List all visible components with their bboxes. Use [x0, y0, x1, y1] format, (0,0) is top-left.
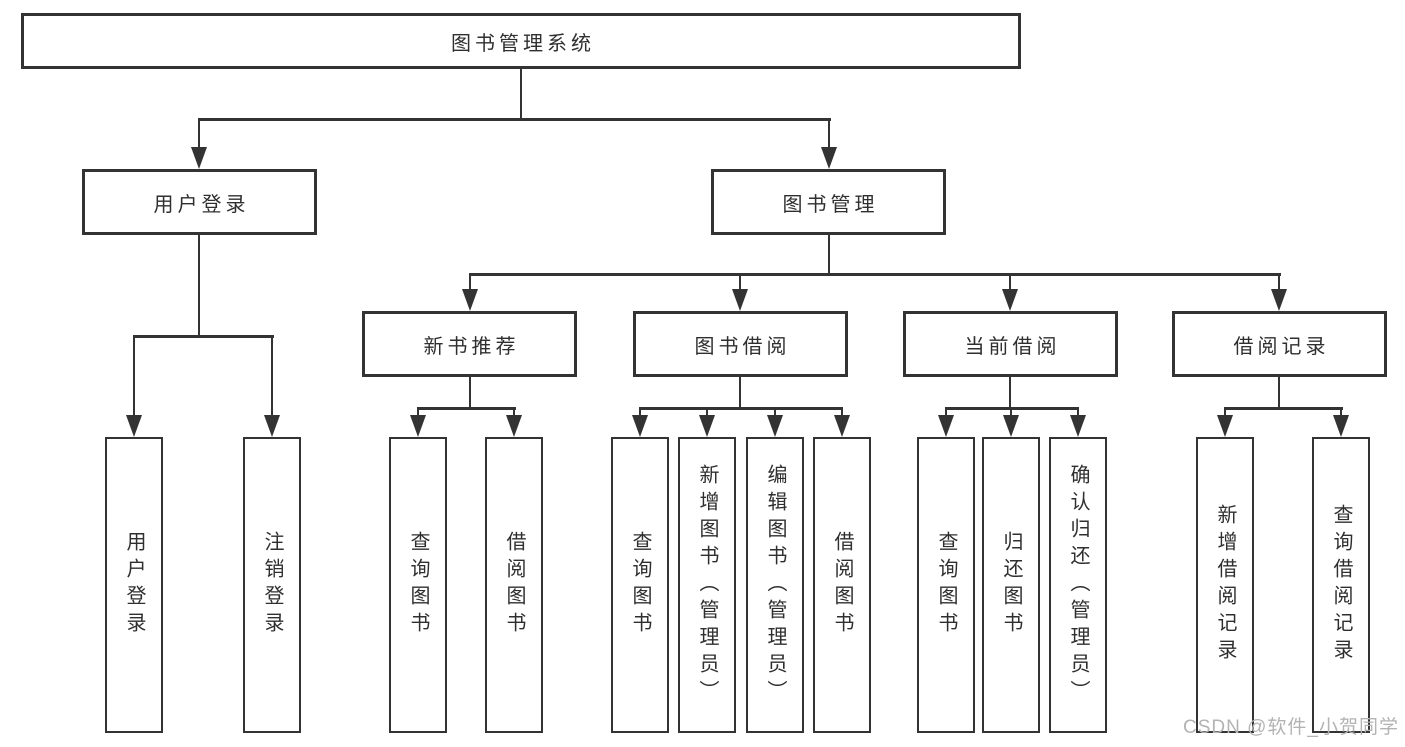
arrow-down-icon — [834, 415, 850, 437]
arrow-down-icon — [506, 415, 522, 437]
arrow-down-icon — [264, 415, 280, 437]
arrow-down-icon — [410, 415, 426, 437]
connector-line — [197, 235, 201, 335]
connector-line — [1277, 377, 1281, 407]
leaf-label: 借阅图书 — [503, 531, 525, 639]
node-borrow-records: 借阅记录 — [1172, 311, 1387, 377]
connector-line — [840, 407, 844, 420]
connector-line — [1008, 273, 1012, 293]
leaf-label: 查询图书 — [629, 531, 651, 639]
arrow-down-icon — [1002, 289, 1018, 311]
node-new-book-recommend-label: 新书推荐 — [423, 335, 520, 358]
node-query-borrow-record: 查询借阅记录 — [1312, 437, 1370, 733]
leaf-label: 归还图书 — [1000, 531, 1022, 639]
node-current-borrowing-label: 当前借阅 — [964, 335, 1061, 358]
connector-line — [773, 407, 777, 420]
node-return-books: 归还图书 — [982, 437, 1040, 733]
connector-line — [416, 407, 420, 420]
node-edit-book-admin: 编辑图书（管理员） — [746, 437, 804, 733]
node-query-books-recommend: 查询图书 — [389, 437, 447, 733]
node-borrow-books-recommend: 借阅图书 — [485, 437, 543, 733]
leaf-label: 新增图书（管理员） — [696, 463, 718, 707]
node-book-borrowing-label: 图书借阅 — [694, 335, 791, 358]
node-book-management: 图书管理 — [711, 169, 946, 235]
arrow-down-icon — [938, 415, 954, 437]
connector-line — [738, 377, 742, 407]
node-query-books-current: 查询图书 — [917, 437, 975, 733]
arrow-down-icon — [732, 289, 748, 311]
leaf-label: 用户登录 — [123, 531, 145, 639]
connector-line — [197, 118, 201, 152]
csdn-watermark: CSDN @软件_小贺同学 — [1183, 717, 1399, 738]
node-book-management-label: 图书管理 — [782, 193, 879, 216]
arrow-down-icon — [699, 415, 715, 437]
leaf-label: 编辑图书（管理员） — [764, 463, 786, 707]
leaf-label: 注销登录 — [261, 531, 283, 639]
node-new-book-recommend: 新书推荐 — [362, 311, 577, 377]
leaf-label: 查询借阅记录 — [1330, 504, 1352, 666]
node-add-book-admin: 新增图书（管理员） — [678, 437, 736, 733]
connector-line — [1008, 377, 1012, 407]
connector-line — [1277, 273, 1281, 293]
arrow-down-icon — [126, 415, 142, 437]
leaf-label: 确认归还（管理员） — [1067, 463, 1089, 707]
arrow-down-icon — [462, 289, 478, 311]
node-borrow-records-label: 借阅记录 — [1233, 335, 1330, 358]
node-book-borrowing: 图书借阅 — [633, 311, 848, 377]
connector-line — [1223, 407, 1344, 410]
arrow-down-icon — [1333, 415, 1349, 437]
connector-line — [705, 407, 709, 420]
connector-line — [270, 335, 274, 420]
connector-line — [416, 407, 517, 410]
node-user-login: 用户登录 — [82, 169, 317, 235]
connector-line — [1339, 407, 1343, 420]
connector-line — [638, 407, 844, 410]
leaf-label: 新增借阅记录 — [1214, 504, 1236, 666]
arrow-down-icon — [1070, 415, 1086, 437]
connector-line — [944, 407, 948, 420]
connector-line — [468, 273, 1282, 276]
connector-line — [738, 273, 742, 293]
connector-line — [132, 335, 275, 338]
arrow-down-icon — [767, 415, 783, 437]
connector-line — [1223, 407, 1227, 420]
connector-line — [1076, 407, 1080, 420]
leaf-label: 查询图书 — [407, 531, 429, 639]
node-user-login-leaf: 用户登录 — [105, 437, 163, 733]
node-logout-leaf: 注销登录 — [243, 437, 301, 733]
arrow-down-icon — [632, 415, 648, 437]
arrow-down-icon — [1217, 415, 1233, 437]
node-current-borrowing: 当前借阅 — [903, 311, 1118, 377]
node-system-root: 图书管理系统 — [21, 13, 1021, 69]
node-add-borrow-record: 新增借阅记录 — [1196, 437, 1254, 733]
arrow-down-icon — [1271, 289, 1287, 311]
connector-line — [638, 407, 642, 420]
leaf-label: 借阅图书 — [831, 531, 853, 639]
connector-line — [827, 118, 831, 152]
node-user-login-label: 用户登录 — [153, 193, 250, 216]
leaf-label: 查询图书 — [935, 531, 957, 639]
connector-line — [827, 235, 831, 273]
arrow-down-icon — [1003, 415, 1019, 437]
connector-line — [468, 377, 472, 407]
connector-line — [512, 407, 516, 420]
connector-line — [468, 273, 472, 293]
node-confirm-return-admin: 确认归还（管理员） — [1049, 437, 1107, 733]
node-borrow-books-borrowing: 借阅图书 — [813, 437, 871, 733]
connector-line — [519, 69, 523, 118]
arrow-down-icon — [821, 147, 837, 169]
node-system-root-label: 图书管理系统 — [451, 32, 595, 55]
connector-line — [132, 335, 136, 420]
connector-line — [1009, 407, 1013, 420]
node-query-books-borrowing: 查询图书 — [611, 437, 669, 733]
connector-line — [197, 118, 832, 121]
arrow-down-icon — [191, 147, 207, 169]
